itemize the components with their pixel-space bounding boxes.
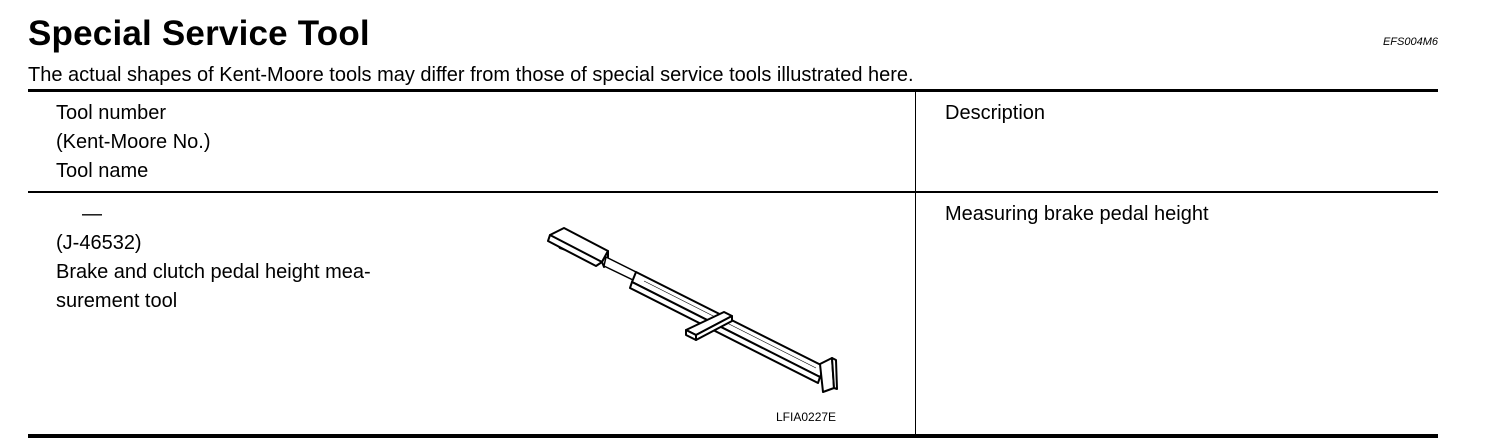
row-tool-column: — (J-46532) Brake and clutch pedal heigh… [56,200,371,316]
figure-code: LFIA0227E [776,410,837,424]
row-description: Measuring brake pedal height [945,203,1209,225]
intro-note: The actual shapes of Kent-Moore tools ma… [28,64,914,86]
page-title: Special Service Tool [28,14,370,53]
document-code: EFS004M6 [1382,36,1438,48]
header-description: Description [945,102,1046,124]
header-tool-name: Tool name [56,160,149,182]
column-divider [915,91,916,436]
tool-name-line1: Brake and clutch pedal height mea- [56,261,371,283]
pedal-height-tool-illustration [547,227,838,393]
kent-moore-number: (J-46532) [56,232,142,254]
tool-crossbar [685,311,733,341]
rod-highlight [643,280,817,369]
header-kent-moore-no: (Kent-Moore No.) [56,131,211,153]
pedal-pad [547,227,609,268]
tool-name-line2: surement tool [56,290,178,312]
tool-rod [629,271,826,384]
tool-neck [603,255,637,282]
table-top-rule [28,89,1438,92]
table-header-rule [28,191,1438,193]
tool-hook [819,357,838,393]
tool-number: — [82,203,102,225]
header-tool-number: Tool number [56,102,167,124]
header-tool-column: Tool number (Kent-Moore No.) Tool name [56,99,211,186]
table-bottom-rule [28,434,1438,438]
